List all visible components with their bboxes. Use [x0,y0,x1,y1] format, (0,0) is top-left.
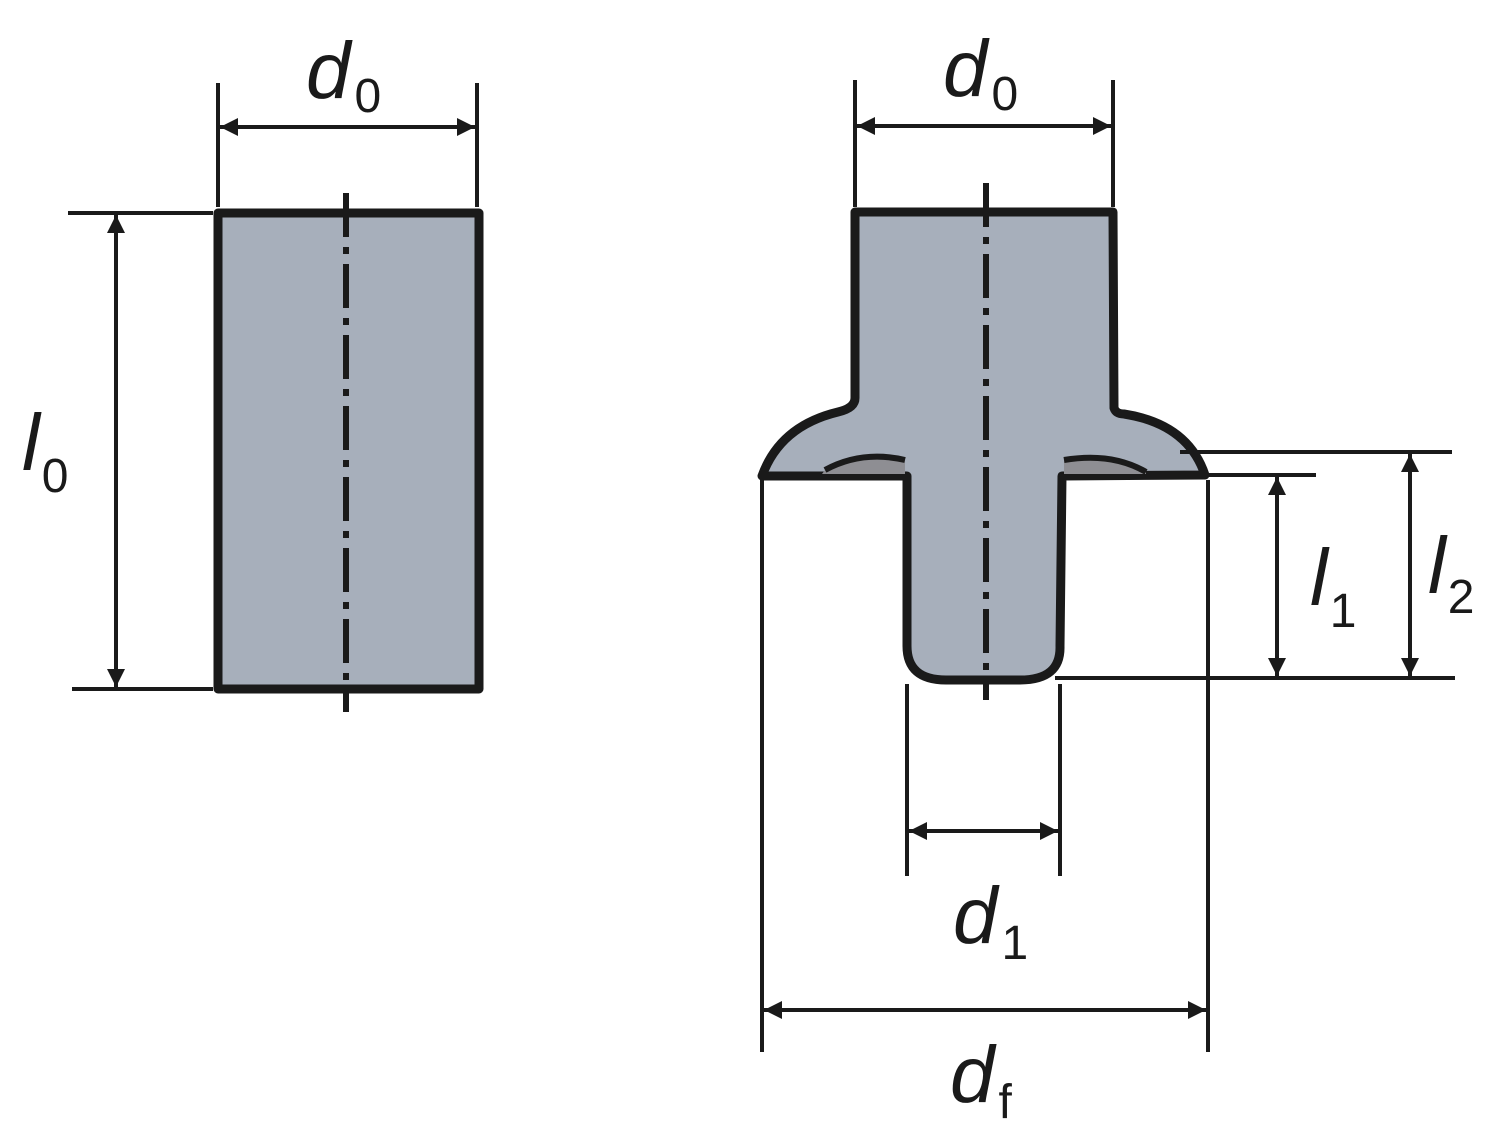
flange-cavity-right [1064,457,1146,474]
dimension-l1: l1 [1268,477,1356,676]
flange-cavity-left [822,456,905,474]
label-l2: l2 [1428,521,1474,624]
dimension-l2: l2 [1401,454,1474,676]
label-d1: d1 [953,871,1028,970]
dimension-l0: l0 [22,211,213,691]
forged-part-body [757,207,1210,685]
label-l1: l1 [1310,533,1356,638]
dimension-d0-forged: d0 [853,24,1115,207]
dimension-df: df [760,480,1210,1129]
forged-part [757,183,1210,700]
label-l0: l0 [22,398,68,503]
label-df: df [950,1030,1013,1129]
dimension-d1: d1 [905,684,1062,970]
label-d0-forged: d0 [943,24,1018,121]
initial-billet [213,193,484,712]
dimension-d0-initial: d0 [216,26,479,207]
label-d0-initial: d0 [306,26,381,123]
